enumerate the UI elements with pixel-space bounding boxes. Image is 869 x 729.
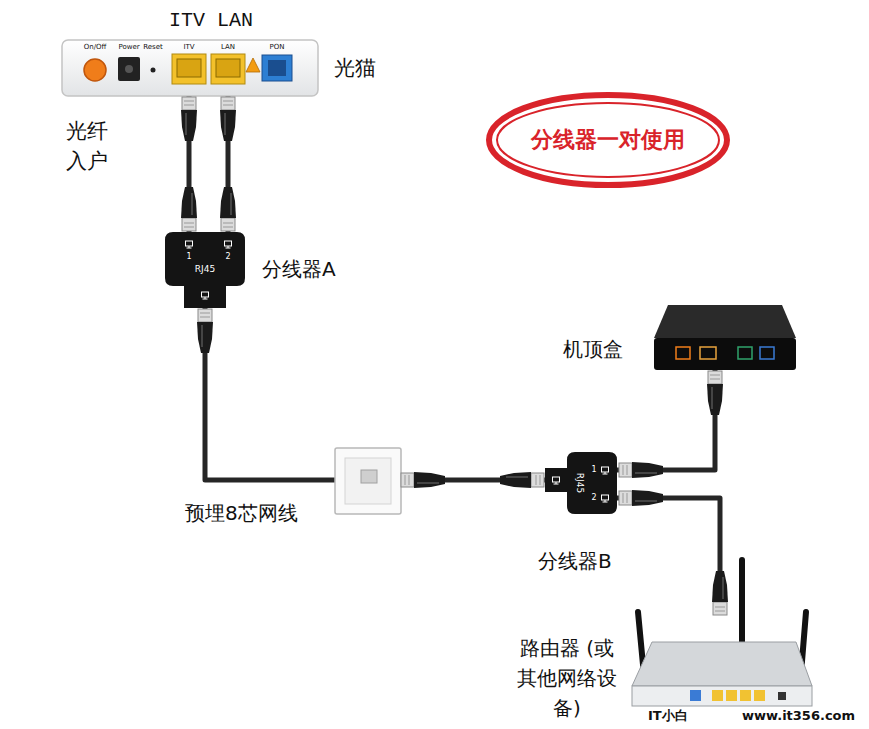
rj45-plug	[500, 472, 544, 488]
power-jack-pin	[125, 65, 133, 73]
connector-type: RJ45	[195, 264, 215, 274]
port-number: 2	[225, 252, 230, 261]
rj45-plug	[619, 462, 663, 478]
port-icon	[602, 467, 609, 474]
power-jack	[118, 57, 140, 81]
router-front	[632, 686, 812, 706]
port-label: Reset	[143, 43, 163, 51]
rj45-plug	[619, 490, 663, 506]
note-ellipse: 分线器一对使用	[486, 92, 730, 188]
splitter-body	[545, 452, 617, 514]
device-label: 分线器B	[538, 550, 612, 573]
port-heading: ITV LAN	[169, 9, 253, 32]
laser-warning	[246, 58, 260, 72]
power-button	[84, 59, 106, 81]
set-top-box: 机顶盒	[654, 305, 796, 370]
port-icon	[225, 241, 232, 248]
fiber-entry-label: 光纤 入户	[66, 116, 112, 177]
reset-hole	[151, 68, 156, 73]
router-port	[690, 690, 701, 701]
port-icon	[553, 477, 560, 484]
modem-body	[62, 40, 318, 96]
wall-plate	[335, 448, 401, 514]
cable-label: 预埋8芯网线	[183, 502, 300, 525]
port-label: On/Off	[84, 43, 107, 51]
optical-modem: ITV LANOn/OffPowerResetITVLANPON光猫	[62, 40, 318, 96]
device-label: 光猫	[334, 56, 376, 80]
router-port	[712, 690, 723, 701]
rj45-plug	[181, 187, 197, 231]
itv-port	[172, 54, 206, 84]
set-top-box-top	[654, 305, 796, 338]
port-label: ITV	[183, 43, 194, 51]
ellipse-ring	[489, 95, 727, 185]
port-label: Power	[118, 43, 139, 51]
port-number: 1	[186, 252, 191, 261]
pon-port-socket	[268, 60, 286, 76]
port-icon	[186, 241, 193, 248]
device-label: 机顶盒	[563, 338, 623, 361]
port-icon	[602, 495, 609, 502]
router: 路由器 (或其他网络设备)	[625, 615, 820, 708]
itv-port-socket	[177, 59, 201, 77]
rj45-plug	[707, 371, 723, 415]
antenna	[739, 560, 745, 650]
lan-port	[211, 54, 245, 84]
router-top	[632, 642, 812, 686]
set-top-box-front	[654, 338, 796, 370]
lan-port-socket	[216, 59, 240, 77]
rj45-plug	[197, 309, 213, 353]
port-number: 1	[591, 465, 596, 474]
splitter-body	[165, 232, 245, 308]
wall-plate-face	[345, 458, 391, 504]
watermark: www.it356.com	[742, 709, 855, 724]
rj45-plug	[220, 97, 236, 141]
stb-port	[760, 347, 774, 359]
network-cable	[617, 370, 715, 470]
port-number: 2	[591, 493, 596, 502]
router-port	[754, 690, 765, 701]
rj45-plug	[181, 97, 197, 141]
watermark: IT小白	[648, 709, 688, 724]
splitter-b: RJ4512分线器B	[545, 452, 617, 514]
pon-port	[262, 55, 292, 81]
rj45-plug	[712, 571, 728, 615]
port-icon	[202, 292, 209, 299]
rj45-plug	[401, 472, 445, 488]
port-label: PON	[270, 43, 285, 51]
connector-type: RJ45	[575, 473, 585, 493]
stb-port	[700, 347, 716, 359]
note-text: 分线器一对使用	[531, 127, 685, 152]
port-label: LAN	[221, 43, 235, 51]
ellipse-inner-ring	[497, 103, 719, 177]
device-label: 路由器 (或其他网络设备)	[513, 633, 621, 723]
router-port	[726, 690, 737, 701]
network-cable	[617, 498, 720, 615]
router-port	[740, 690, 751, 701]
rj45-plug	[220, 187, 236, 231]
device-label: 分线器A	[262, 258, 336, 281]
stb-port	[738, 347, 752, 359]
router-port	[778, 692, 786, 700]
stb-port	[676, 347, 690, 359]
wall-jack	[361, 470, 377, 483]
splitter-a: 12RJ45分线器A	[165, 232, 245, 308]
